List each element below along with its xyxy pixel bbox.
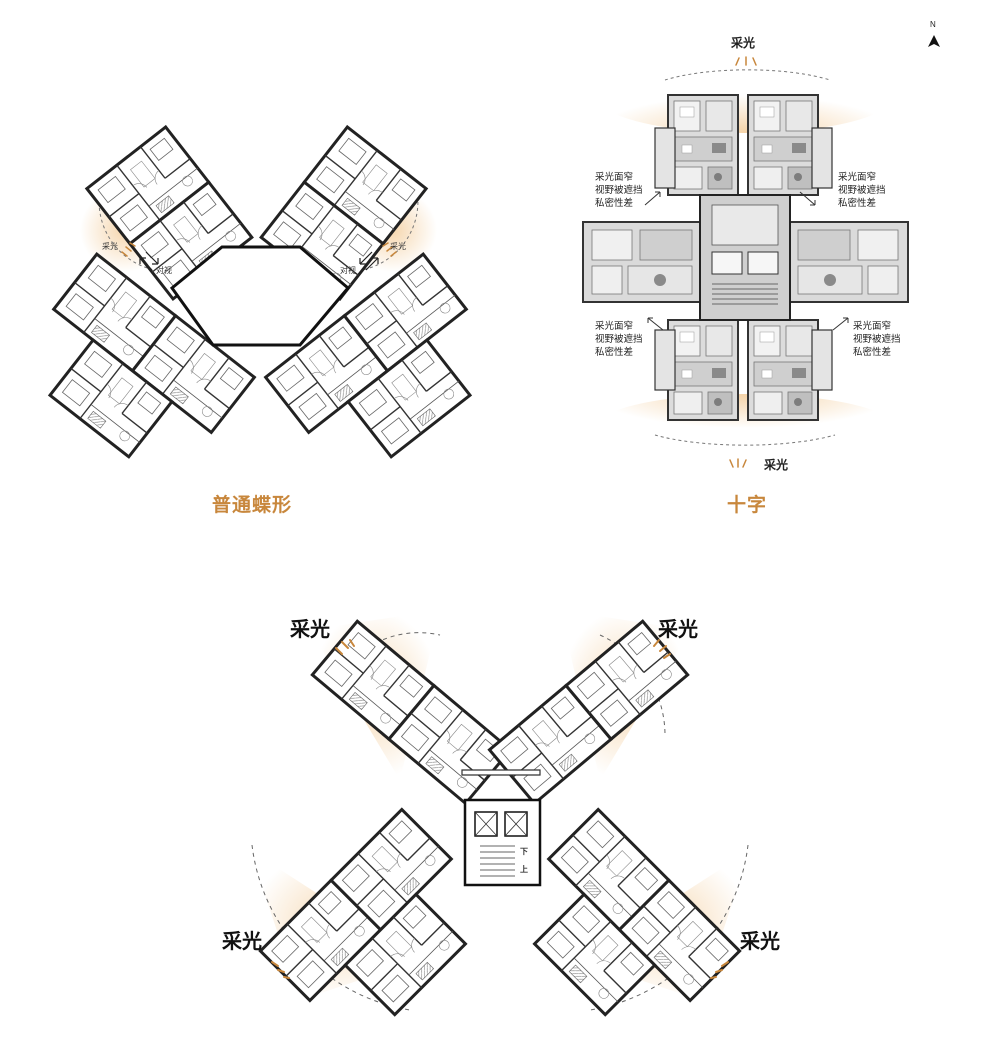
light-label-bottom-lower-right: 采光: [740, 931, 780, 953]
cross-note-top-left: 采光面窄 视野被遮挡 私密性差: [595, 172, 643, 209]
light-label-cross-top: 采光: [731, 36, 756, 50]
opposite-view-label-right: 对视: [340, 266, 356, 275]
cross-plan: [582, 35, 940, 468]
cross-note-top-right: 采光面窄 视野被遮挡 私密性差: [838, 172, 886, 209]
stair-up-label: 上: [520, 865, 528, 874]
light-label-bottom-top-right: 采光: [658, 619, 698, 641]
caption-butterfly: 普通蝶形: [212, 495, 293, 516]
caption-cross: 十字: [727, 495, 768, 516]
cross-note-bottom-left: 采光面窄 视野被遮挡 私密性差: [595, 321, 643, 358]
light-label-cross-bottom: 采光: [764, 458, 789, 472]
butterfly-plan: [48, 125, 472, 459]
north-arrow-icon: [928, 35, 940, 47]
light-label-bottom-top-left: 采光: [290, 619, 330, 641]
cross-note-bottom-right: 采光面窄 视野被遮挡 私密性差: [853, 321, 901, 358]
stair-down-label: 下: [520, 847, 528, 856]
light-label-bottom-lower-left: 采光: [222, 931, 262, 953]
light-label-butterfly-left: 采光: [102, 242, 118, 251]
north-label: N: [930, 20, 936, 29]
light-label-butterfly-right: 采光: [390, 242, 406, 251]
opposite-view-label-left: 对视: [156, 266, 172, 275]
x-shape-plan: [250, 610, 750, 1017]
